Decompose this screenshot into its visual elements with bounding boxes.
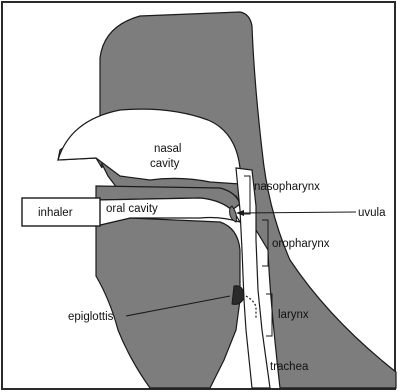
jaw-tissue — [96, 218, 240, 388]
epiglottis-label: epiglottis — [68, 311, 114, 323]
nasopharynx-label: nasopharynx — [254, 181, 320, 193]
nasal-cavity-label-line2: cavity — [150, 158, 180, 170]
epiglottis-shape — [232, 286, 244, 305]
uvula-label: uvula — [358, 207, 386, 219]
inhaler-label: inhaler — [38, 207, 73, 219]
oropharynx-label: oropharynx — [272, 238, 330, 250]
larynx-label: larynx — [278, 309, 309, 321]
trachea-label: trachea — [270, 361, 309, 373]
oral-cavity-label: oral cavity — [106, 203, 158, 215]
nasal-cavity-label-line1: nasal — [154, 143, 182, 155]
